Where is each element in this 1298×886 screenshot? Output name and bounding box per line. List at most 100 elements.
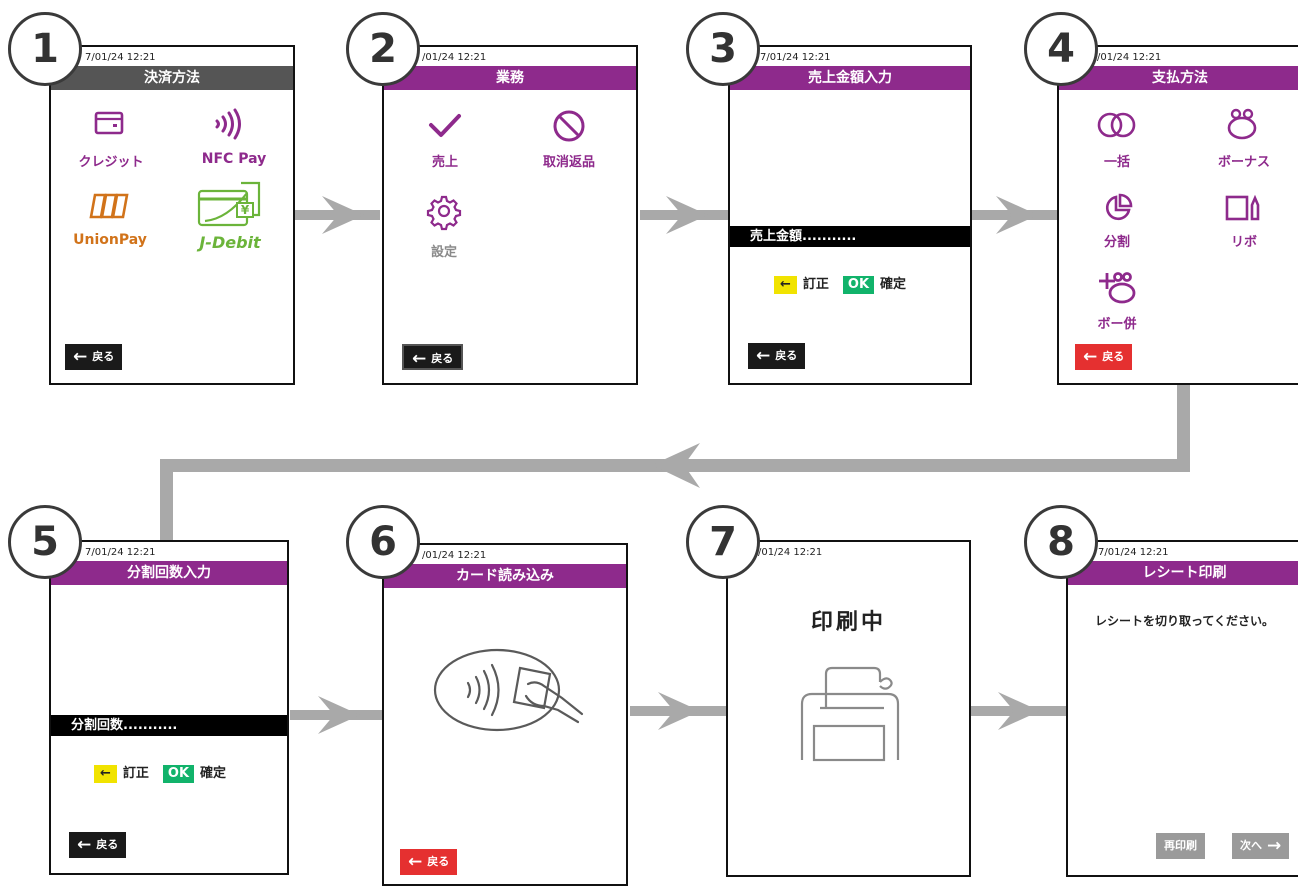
- svg-text:¥: ¥: [241, 203, 250, 217]
- screen-card-reading: /01/24 12:21 カード読み込み ← 戻る: [382, 543, 628, 886]
- option-label: 分割: [1103, 235, 1130, 250]
- back-arrow-icon: ←: [77, 835, 92, 855]
- lump-sum-icon: [1097, 112, 1136, 138]
- arrow-7-to-8: [970, 692, 1066, 730]
- next-arrow-icon: →: [1267, 836, 1282, 856]
- next-button[interactable]: 次へ →: [1232, 833, 1290, 859]
- reprint-button[interactable]: 再印刷: [1156, 833, 1205, 859]
- screen-payment-method: 7/01/24 12:21 決済方法 クレジット NFC Pay: [49, 45, 295, 385]
- step-number-4: 4: [1024, 12, 1098, 86]
- input-label: 売上金額: [750, 229, 803, 244]
- back-button[interactable]: ← 戻る: [1075, 344, 1133, 370]
- back-arrow-icon: ←: [412, 349, 427, 369]
- screen-title: 決済方法: [51, 66, 293, 90]
- back-button[interactable]: ← 戻る: [69, 832, 127, 858]
- screen-operations: /01/24 12:21 業務 売上 取消返品 設定 ← 戻る: [382, 45, 638, 385]
- back-label: 戻る: [1102, 350, 1125, 363]
- input-label: 分割回数: [71, 718, 124, 733]
- arrow-4-to-5: [160, 384, 1190, 541]
- prohibited-icon: [553, 110, 585, 142]
- arrow-1-to-2: [294, 196, 380, 234]
- status-bar-time: 7/01/24 12:21: [1098, 547, 1169, 558]
- status-bar-time: 7/01/24 12:21: [85, 52, 156, 63]
- ok-key-label: 確定: [880, 277, 907, 292]
- back-arrow-icon: ←: [408, 852, 423, 872]
- back-arrow-icon: ←: [1083, 347, 1098, 367]
- arrow-5-to-6: [290, 696, 382, 734]
- screen-sales-amount-input: 7/01/24 12:21 売上金額入力 売上金額........... ← 訂正…: [728, 45, 972, 385]
- screen-title: 業務: [384, 66, 636, 90]
- option-label: 取消返品: [542, 155, 595, 170]
- ok-key-icon: OK: [162, 765, 195, 783]
- back-label: 戻る: [431, 352, 454, 365]
- status-bar-time: /01/24 12:21: [422, 52, 487, 63]
- arrow-2-to-3: [640, 196, 730, 234]
- option-label: UnionPay: [73, 232, 147, 248]
- key-guide: ← 訂正 OK 確定: [774, 273, 906, 294]
- fix-key-icon: ←: [94, 765, 117, 783]
- option-label: J-Debit: [199, 233, 261, 252]
- option-label: ボー併: [1097, 317, 1137, 332]
- status-bar-time: 7/01/24 12:21: [760, 52, 831, 63]
- reprint-label: 再印刷: [1164, 839, 1197, 852]
- step-number-3: 3: [686, 12, 760, 86]
- screen-printing: /01/24 12:21 印刷中: [726, 540, 971, 877]
- screen-receipt-print: 7/01/24 12:21 レシート印刷 レシートを切り取ってください。 再印刷…: [1066, 540, 1298, 877]
- ok-key-icon: OK: [842, 276, 875, 294]
- step-number-5: 5: [8, 505, 82, 579]
- screen-title: カード読み込み: [384, 564, 626, 588]
- printer-icon: [800, 666, 900, 762]
- amount-input-field[interactable]: 売上金額...........: [730, 226, 970, 247]
- back-button[interactable]: ← 戻る: [400, 849, 458, 875]
- back-button[interactable]: ← 戻る: [65, 344, 123, 370]
- fix-key-icon: ←: [774, 276, 797, 294]
- back-arrow-icon: ←: [73, 347, 88, 367]
- input-dots: ...........: [123, 718, 178, 733]
- screen-title: レシート印刷: [1068, 561, 1298, 585]
- checkmark-icon: [429, 114, 461, 137]
- money-bag-icon: [1227, 108, 1257, 140]
- ok-key-label: 確定: [200, 766, 227, 781]
- back-label: 戻る: [427, 855, 450, 868]
- back-label: 戻る: [775, 349, 798, 362]
- step-number-2: 2: [346, 12, 420, 86]
- contactless-card-icon: [433, 648, 584, 732]
- status-bar-time: 7/01/24 12:21: [85, 547, 156, 558]
- option-label: 売上: [431, 155, 458, 170]
- option-label: リボ: [1230, 235, 1257, 250]
- installment-input-field[interactable]: 分割回数...........: [51, 715, 287, 736]
- revolving-icon: [1225, 194, 1260, 221]
- pie-chart-icon: [1105, 193, 1133, 221]
- back-label: 戻る: [92, 350, 115, 363]
- step-number-7: 7: [686, 505, 760, 579]
- step-number-8: 8: [1024, 505, 1098, 579]
- screen-title: 支払方法: [1059, 66, 1298, 90]
- status-bar-time: /01/24 12:21: [758, 547, 823, 558]
- unionpay-icon: [89, 193, 129, 219]
- credit-card-icon: [94, 111, 124, 135]
- nfc-icon: [215, 108, 241, 140]
- screen-title: 売上金額入力: [730, 66, 970, 90]
- option-label: NFC Pay: [201, 151, 267, 167]
- next-label: 次へ: [1240, 839, 1262, 852]
- option-label: 設定: [430, 245, 457, 260]
- back-label: 戻る: [96, 838, 119, 851]
- status-bar-time: /01/24 12:21: [422, 550, 487, 561]
- back-arrow-icon: ←: [756, 346, 771, 366]
- step-number-6: 6: [346, 505, 420, 579]
- fix-key-label: 訂正: [802, 277, 829, 292]
- printing-message: 印刷中: [810, 610, 886, 635]
- arrow-6-to-7: [630, 692, 728, 730]
- step-number-1: 1: [8, 12, 82, 86]
- option-label: 一括: [1103, 155, 1130, 170]
- option-label: クレジット: [78, 155, 144, 170]
- back-button[interactable]: ← 戻る: [402, 344, 464, 370]
- option-label: ボーナス: [1217, 155, 1270, 170]
- bonus-combined-icon: [1099, 272, 1136, 304]
- back-button[interactable]: ← 戻る: [748, 343, 806, 369]
- screen-payment-plan: /01/24 12:21 支払方法 一括 ボーナス 分割: [1057, 45, 1298, 385]
- jdebit-icon: ¥: [197, 181, 261, 227]
- screen-title: 分割回数入力: [51, 561, 287, 585]
- receipt-message: レシートを切り取ってください。: [1094, 614, 1275, 628]
